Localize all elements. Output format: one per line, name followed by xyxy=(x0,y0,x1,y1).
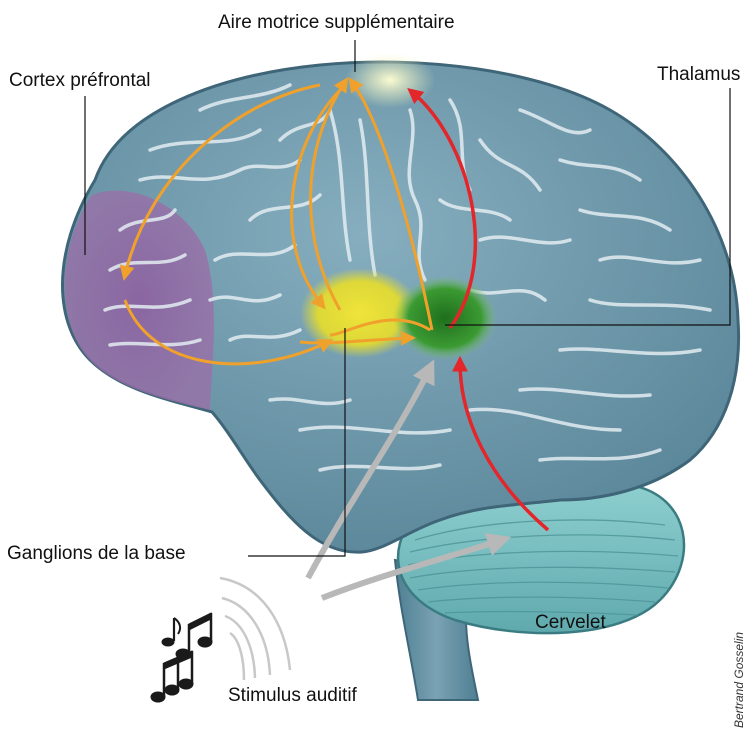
image-credit: Bertrand Gosselin xyxy=(732,632,746,728)
label-prefrontal: Cortex préfrontal xyxy=(9,70,151,92)
label-stimulus: Stimulus auditif xyxy=(228,685,357,707)
label-basal-ganglia: Ganglions de la base xyxy=(7,543,186,565)
music-notes-icon xyxy=(151,613,212,702)
thalamus-region xyxy=(393,276,497,360)
label-thalamus: Thalamus xyxy=(657,64,740,86)
label-sma: Aire motrice supplémentaire xyxy=(218,12,455,34)
label-cerebellum: Cervelet xyxy=(535,612,606,634)
sound-waves-icon xyxy=(220,578,290,680)
